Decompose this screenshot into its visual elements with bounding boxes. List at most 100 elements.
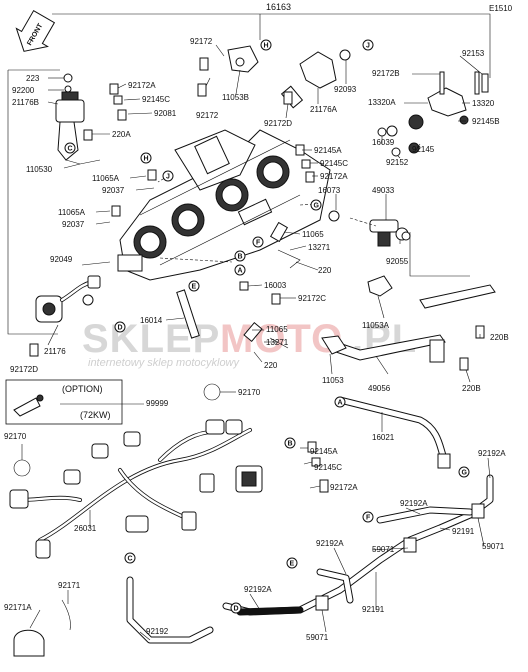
ref-j-top [362,39,374,51]
o-ring-92093-icon [339,49,351,61]
label-92171A: 92171A [4,603,32,612]
leader-lines [21,14,491,641]
label-92172C: 92172C [298,294,326,303]
clamp-59071c-icon [471,503,485,519]
gear-92145-icon [408,142,420,154]
clamp-92171A [13,629,45,657]
svg-text:B: B [238,254,243,261]
bolt-92081-icon [117,109,127,121]
label-92172A-1: 92172A [128,81,156,90]
connector-16021-icon [437,453,451,469]
svg-text:E: E [290,561,295,568]
label-92172-b: 92172 [196,111,219,120]
wire-harness-26031 [9,419,263,559]
label-92172D-1: 92172D [10,365,38,374]
label-92093: 92093 [334,85,357,94]
spring-92145B-icon [459,115,469,125]
washer-92152-icon [391,147,401,157]
label-11053: 11053 [322,376,344,385]
svg-text:G: G [462,470,468,477]
ref-h-top [260,39,272,51]
watermark-brand-left: SKLEP [82,317,220,361]
label-16039: 16039 [372,138,395,147]
svg-text:C: C [128,556,133,563]
label-223: 223 [26,74,40,83]
label-92153: 92153 [462,49,485,58]
label-220B-1: 220B [490,333,509,342]
sensor-21176 [35,275,101,323]
label-92049: 92049 [50,255,73,264]
label-92172B: 92172B [372,69,400,78]
washer-92200-icon [64,85,72,93]
clip-92171-icon [61,599,71,631]
label-92191-2: 92191 [362,605,385,614]
bolt-92172D2-icon [283,91,293,105]
bolt-92153-icon [481,73,489,93]
label-92152: 92152 [386,158,409,167]
clamp-11053A [367,275,393,297]
label-92192A-4: 92192A [244,585,272,594]
svg-text:J: J [166,174,170,181]
bolt-92172D-icon [29,343,39,357]
label-16014: 16014 [140,316,163,325]
label-92172: 92172 [190,37,213,46]
label-11065A-2: 11065A [58,208,86,217]
fasteners [29,57,489,493]
ref-b-low [284,437,296,449]
label-92037-2: 92037 [62,220,85,229]
screw-220A-icon [83,129,93,141]
label-11065-1: 11065 [302,230,324,239]
label-92145A-1: 92145A [314,146,342,155]
throttle-body [117,129,331,281]
label-92145C-3: 92145C [314,463,342,472]
label-13320: 13320 [472,99,495,108]
label-92171: 92171 [58,581,81,590]
svg-text:E: E [192,284,197,291]
frame-left [7,70,58,335]
label-110530: 110530 [26,165,53,174]
clamp-92170-icon [13,459,31,477]
bolt-92172-icon [199,57,209,71]
label-49056: 49056 [368,384,391,393]
clamp-92170b-icon [203,383,221,401]
ref-c-top [64,142,76,154]
front-arrow-icon: FRONT [15,9,56,52]
link-11065-icon [269,221,289,243]
label-11053A: 11053A [362,321,390,330]
bolt-220B2-icon [459,357,469,371]
o-ring-92049-icon [82,294,94,306]
screw-223-icon [63,73,73,83]
link-11065b-icon [243,321,263,343]
label-220A: 220A [112,130,131,139]
label-92055: 92055 [386,257,409,266]
nut-92145C-icon [113,95,123,105]
clamp-59071b-icon [403,537,417,553]
label-16021: 16021 [372,433,395,442]
label-220-1: 220 [318,266,332,275]
label-11065-2: 11065 [266,325,288,334]
label-49033: 49033 [372,186,395,195]
watermark-brand-mid: MOTO [220,317,343,361]
ref-h-mid [140,152,152,164]
label-11065A-1: 11065A [92,174,120,183]
ref-b-mid [234,250,246,262]
bolt-92172A-icon [109,83,119,95]
label-21176A: 21176A [310,105,338,114]
bolt-92172C-icon [271,293,281,305]
injector-49033 [369,219,409,247]
label-92145C-2: 92145C [320,159,348,168]
watermark-tagline: internetowy sklep motocyklowy [88,357,241,369]
sensor-bracket-21176B [55,91,101,165]
option-box [5,379,123,425]
watermark: SKLEP MOTO .PL internetowy sklep motocyk… [82,317,416,369]
label-92200: 92200 [12,86,35,95]
label-21176B: 21176B [12,98,39,107]
label-99999: 99999 [146,399,169,408]
label-220B-2: 220B [462,384,481,393]
ref-g-low [458,466,470,478]
o-ring-92055-icon [401,231,411,241]
ref-e-low [286,557,298,569]
ref-j-mid [162,170,174,182]
label-21176: 21176 [44,347,66,356]
label-92192A-2: 92192A [400,499,428,508]
